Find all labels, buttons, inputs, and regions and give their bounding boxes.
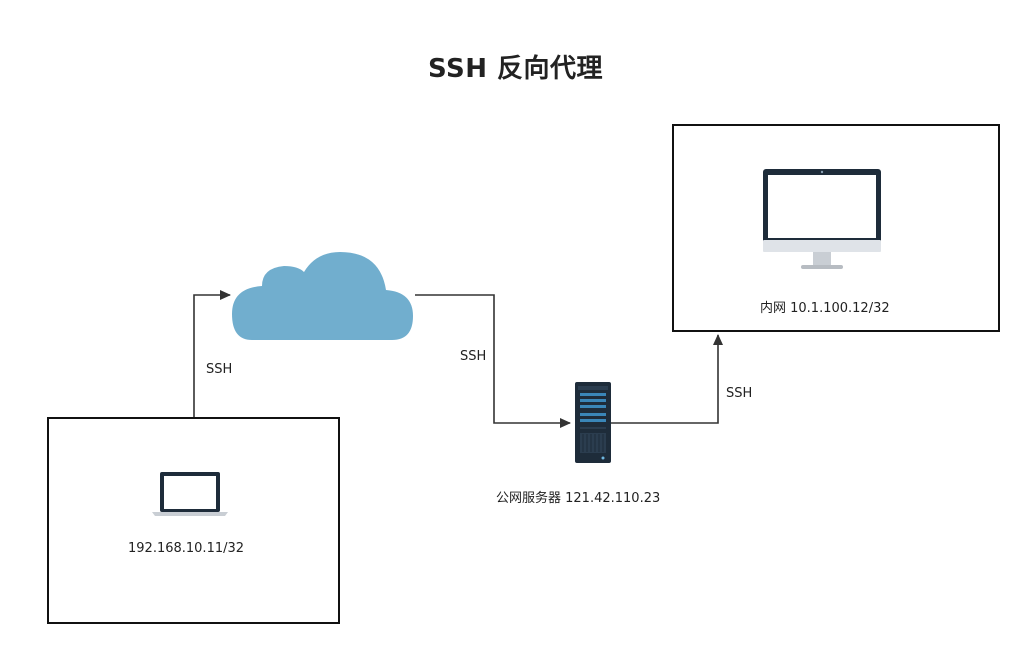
connector-cloud-to-server [415,294,571,428]
cloud-icon [232,252,413,340]
public-server-label: 公网服务器 121.42.110.23 [496,491,661,506]
client-network-box [47,417,340,624]
edge-label-server-internal: SSH [726,386,753,401]
laptop-icon [152,472,228,516]
edge-label-cloud-server: SSH [460,349,487,364]
desktop-monitor-icon [763,169,881,269]
client-host-label: 192.168.10.11/32 [128,541,245,556]
server-rack-icon [575,382,611,463]
internal-network-box [672,124,1000,332]
edge-label-client-cloud: SSH [206,362,233,377]
connector-client-to-cloud [193,290,231,417]
internal-host-label: 内网 10.1.100.12/32 [760,301,890,316]
diagram-title: SSH 反向代理 [427,54,604,84]
connector-server-to-internal [611,334,723,424]
